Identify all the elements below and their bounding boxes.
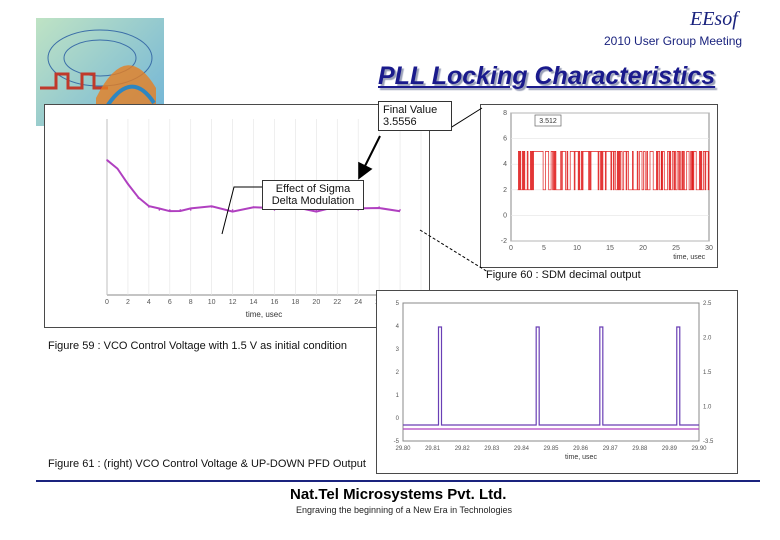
company-tagline: Engraving the beginning of a New Era in …: [296, 505, 512, 515]
fig60-caption: Figure 60 : SDM decimal output: [486, 269, 641, 281]
fig61-y-tick-label: -5: [394, 439, 400, 445]
fig61-y-tick-label: 1: [396, 393, 400, 399]
fig59-caption: Figure 59 : VCO Control Voltage with 1.5…: [48, 340, 347, 352]
fig61-y2-tick-label: 2.0: [703, 336, 712, 342]
fig61-x-axis-label: time, usec: [565, 454, 597, 461]
sigma-delta-callout: Effect of Sigma Delta Modulation: [262, 180, 364, 210]
fig61-chart: 29.80 29.81 29.82 29.83 29.84 29.85 29.86 29.87…: [394, 301, 714, 461]
fig59-data-point: [179, 209, 182, 211]
fig59-x-axis-label: time, usec: [246, 310, 282, 319]
fig60-marker-box: [534, 114, 562, 127]
fig61-pfd-series-line: [403, 326, 699, 426]
fig61-x-tick-label: 29.87: [603, 446, 619, 452]
fig60-x-tick-label: 25: [672, 245, 680, 252]
footer-divider: [36, 480, 760, 482]
final-value-arrow: [358, 135, 381, 180]
sigma-delta-leader: [221, 186, 262, 235]
fig61-x-tick-label: 29.82: [455, 446, 471, 452]
fig59-x-tick-label: 2: [126, 299, 130, 306]
fig59-data-point: [148, 206, 150, 208]
fig60-y-tick-label: 8: [503, 110, 507, 117]
fig60-x-tick-label: 10: [573, 245, 581, 252]
fig59-data-point: [189, 209, 192, 211]
fig59-x-tick-label: 0: [105, 299, 109, 306]
fig59-x-tick-label: 8: [189, 299, 193, 306]
fig61-y2-tick-label: 2.5: [703, 301, 712, 307]
fig61-plot-area: [402, 302, 700, 442]
fig60-x-tick-label: 0: [509, 245, 513, 252]
fig59-x-tick-label: 24: [354, 299, 362, 306]
fig60-marker-label: 3.512: [539, 118, 557, 125]
fig61-y-tick-label: 0: [396, 416, 400, 422]
fig61-y2-tick-label: -3.5: [703, 439, 714, 445]
fig60-leader: [419, 229, 489, 273]
fig61-y-tick-label: 2: [396, 370, 400, 376]
fig59-x-tick-label: 10: [208, 299, 216, 306]
fig60-y-tick-label: 2: [503, 187, 507, 194]
fig61-x-tick-label: 29.89: [662, 446, 678, 452]
fig60-y-tick-label: -2: [501, 238, 507, 245]
fig61-x-tick-label: 29.81: [425, 446, 441, 452]
final-value-leader: [446, 107, 483, 131]
fig61-y2-tick-label: 1.0: [703, 405, 712, 411]
fig59-x-tick-label: 4: [147, 299, 151, 306]
final-value-callout: Final Value 3.5556: [378, 101, 452, 131]
fig61-y-tick-label: 3: [396, 347, 400, 353]
fig59-x-tick-label: 14: [250, 299, 258, 306]
fig61-x-tick-label: 29.84: [514, 446, 530, 452]
fig59-chart-frame: 024681012141618202224262830time, usec: [44, 104, 430, 328]
page-title: PLL Locking Characteristics: [378, 62, 716, 90]
fig59-x-tick-label: 12: [229, 299, 237, 306]
fig61-x-tick-label: 29.80: [395, 446, 411, 452]
company-name: Nat.Tel Microsystems Pvt. Ltd.: [290, 486, 507, 503]
fig59-x-tick-label: 18: [292, 299, 300, 306]
fig60-y-tick-label: 0: [503, 212, 507, 219]
fig61-x-tick-label: 29.83: [484, 446, 500, 452]
fig60-y-tick-label: 6: [503, 136, 507, 143]
fig61-caption: Figure 61 : (right) VCO Control Voltage …: [48, 458, 366, 470]
fig59-data-point: [210, 206, 213, 208]
fig61-x-tick-label: 29.85: [543, 446, 559, 452]
fig61-y-tick-label: 5: [396, 301, 400, 307]
fig61-y-tick-label: 4: [396, 324, 400, 330]
fig60-series-line: [517, 151, 710, 191]
fig61-x-tick-label: 29.88: [632, 446, 648, 452]
fig60-x-tick-label: 5: [542, 245, 546, 252]
fig61-x-tick-label: 29.90: [691, 446, 707, 452]
fig59-data-point: [169, 209, 171, 211]
fig61-x-tick-label: 29.86: [573, 446, 589, 452]
fig59-x-tick-label: 6: [168, 299, 172, 306]
fig59-data-point: [116, 168, 119, 170]
fig59-data-point: [158, 209, 161, 211]
fig60-x-axis-label: time, usec: [673, 254, 705, 261]
fig59-x-tick-label: 22: [333, 299, 341, 306]
fig59-data-point: [106, 159, 108, 161]
brand-name: EEsof: [690, 8, 738, 30]
fig59-data-point: [378, 206, 380, 208]
fig60-x-tick-label: 20: [639, 245, 647, 252]
fig59-data-point: [252, 206, 255, 208]
fig59-data-point: [127, 182, 129, 185]
fig60-x-tick-label: 15: [606, 245, 614, 252]
fig61-y2-tick-label: 1.5: [703, 370, 712, 376]
fig59-data-point: [137, 197, 140, 199]
fig59-data-point: [231, 209, 234, 211]
meeting-subtitle: 2010 User Group Meeting: [604, 34, 743, 48]
fig59-data-point: [399, 209, 401, 211]
fig61-chart-frame: 29.80 29.81 29.82 29.83 29.84 29.85 29.86 29.87…: [376, 290, 738, 474]
fig59-x-tick-label: 16: [271, 299, 279, 306]
fig60-x-tick-label: 30: [705, 245, 713, 252]
fig60-y-tick-label: 4: [503, 161, 507, 168]
fig59-x-tick-label: 20: [312, 299, 320, 306]
